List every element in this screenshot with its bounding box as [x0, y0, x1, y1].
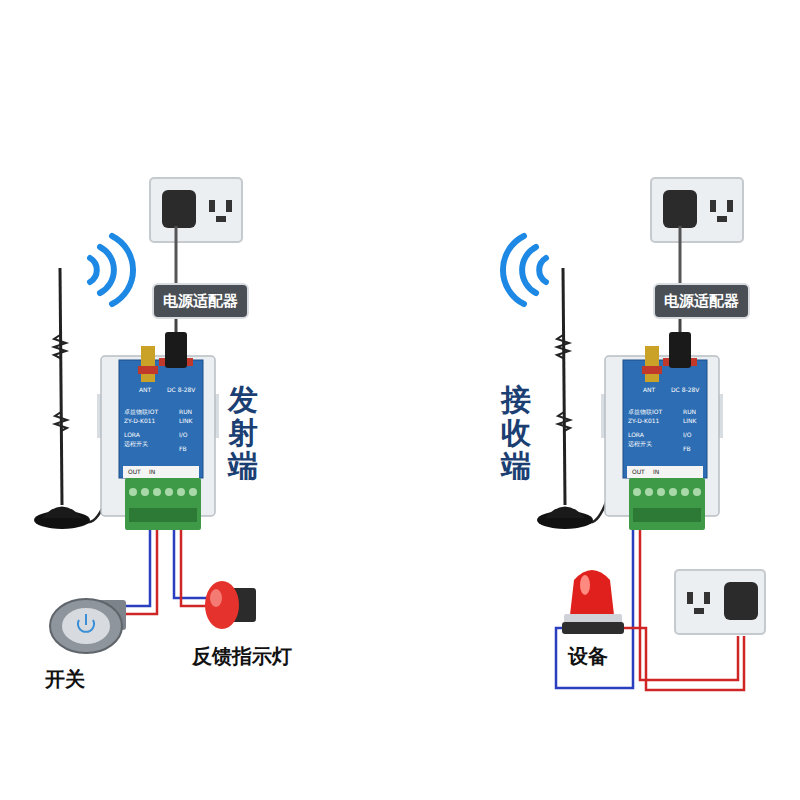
alarm-beacon	[562, 570, 624, 634]
wall-socket	[150, 178, 242, 283]
vertical-title: 接收端	[501, 383, 531, 482]
power-cable	[679, 319, 682, 332]
push-switch	[50, 599, 126, 653]
indicator-lamp	[205, 581, 256, 629]
module-marking: 卓益物联IOT	[124, 408, 158, 415]
part-label: 开关	[45, 666, 85, 693]
module-marking: LORA	[628, 431, 644, 438]
power-adapter-box: 电源适配器	[653, 283, 750, 319]
module-marking: OUT	[128, 468, 141, 475]
adapter-label: 电源适配器	[664, 292, 739, 311]
power-cable	[175, 319, 178, 332]
signal-arcs	[503, 236, 546, 304]
module-marking: I/O	[179, 431, 188, 438]
module-marking: LORA	[124, 431, 140, 438]
module-marking: 远程开关	[628, 440, 652, 447]
module-marking: LINK	[683, 417, 697, 424]
lora-module: ANT DC 8-28V 卓益物联IOT ZY-D-K011LORA 远程开关 RUN LI…	[97, 332, 219, 537]
lora-module-body	[601, 332, 723, 537]
lora-module-body	[97, 332, 219, 537]
signal-arcs	[90, 236, 133, 304]
module-marking: LINK	[179, 417, 193, 424]
wall-socket	[651, 178, 743, 283]
lora-module: ANT DC 8-28V 卓益物联IOT ZY-D-K011LORA 远程开关 RUN LI…	[601, 332, 723, 537]
module-marking: DC 8-28V	[671, 386, 699, 393]
wires	[124, 530, 212, 614]
module-marking: DC 8-28V	[167, 386, 195, 393]
module-marking: FB	[179, 445, 187, 452]
module-marking: 远程开关	[124, 440, 148, 447]
module-marking: ANT	[643, 386, 655, 393]
module-marking: RUN	[683, 408, 696, 415]
module-marking: RUN	[179, 408, 192, 415]
adapter-label: 电源适配器	[163, 292, 238, 311]
vertical-title: 发射端	[228, 383, 258, 482]
module-marking: ZY-D-K011	[628, 417, 659, 424]
module-marking: ZY-D-K011	[124, 417, 155, 424]
module-marking: 卓益物联IOT	[628, 408, 662, 415]
part-label: 反馈指示灯	[192, 643, 292, 670]
module-marking: IN	[149, 468, 155, 475]
module-marking: ANT	[139, 386, 151, 393]
part-label: 设备	[568, 643, 608, 670]
module-marking: FB	[683, 445, 691, 452]
module-marking: IN	[653, 468, 659, 475]
power-adapter-box: 电源适配器	[152, 283, 249, 319]
module-marking: OUT	[632, 468, 645, 475]
wall-socket	[675, 570, 765, 634]
module-marking: I/O	[683, 431, 692, 438]
